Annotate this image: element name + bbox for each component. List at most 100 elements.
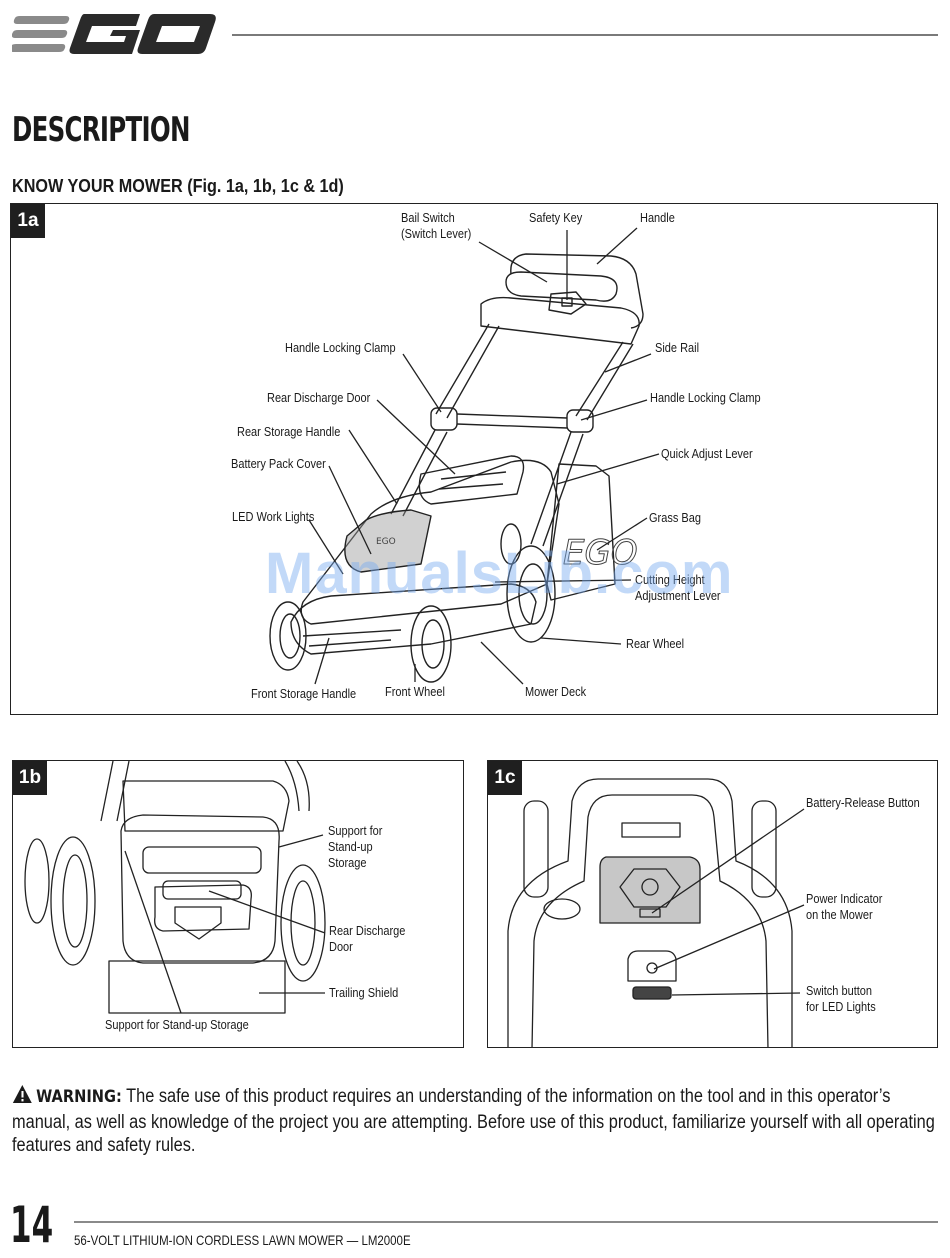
leader-lines [651,808,805,996]
side-light [543,898,581,920]
label-rear-discharge-door: Rear Discharge Door [267,391,371,405]
leader-lines [308,227,660,685]
right-wheel-inner [290,880,316,966]
front-left-wheel-hub [279,613,301,659]
footer-divider [74,1221,938,1223]
left-side-rail [435,323,500,419]
label-bail-switch: Bail Switch [401,211,455,225]
door-chevron [174,906,222,940]
figure-1a: 1a EGO EGO [10,203,938,715]
safety-key-drawing [548,291,587,315]
outer-body [507,778,793,1047]
front-right-wheel-hub [421,619,445,669]
trailing-shield-drawing [108,960,286,1014]
mower-illustration-top [507,778,805,1047]
label-power-indicator-2: on the Mower [806,908,873,922]
mower-illustration-perspective: EGO EGO [269,227,660,685]
label-rear-storage-handle: Rear Storage Handle [237,425,341,439]
label-handle-locking-clamp-left: Handle Locking Clamp [285,341,396,355]
figure-badge: 1a [11,204,45,238]
figure-1c: 1c Battery-Release Button Power Indicato… [487,760,938,1048]
label-support-stand-up: Support for [328,824,383,838]
label-safety-key: Safety Key [529,211,583,225]
right-wheel-top [751,800,777,898]
label-trailing-shield: Trailing Shield [329,986,399,1000]
left-wheel-top [523,800,549,898]
right-side-rail [575,341,634,421]
upper-panel-slot [142,846,262,874]
label-switch-button: Switch button [806,984,873,998]
battery-hex [619,868,681,908]
right-wheel [280,864,326,982]
label-support-stand-up-2: Stand-up [328,840,373,854]
logo-letter-g [69,14,140,54]
battery-compartment [599,856,701,924]
section-title: DESCRIPTION [12,110,190,150]
warning-label: WARNING: [36,1087,122,1107]
battery-release-button-drawing [639,908,661,918]
label-battery-pack-cover: Battery Pack Cover [231,457,326,471]
mower-deck-outline [290,583,537,655]
rear-right-wheel-hub [518,563,548,625]
right-lower-rail [530,431,584,547]
grass-bag [546,463,616,601]
label-cutting-height: Cutting Height [635,573,705,587]
left-lower-rail [390,429,448,517]
label-battery-release: Battery-Release Button [806,796,920,810]
label-power-indicator: Power Indicator [806,892,883,906]
battery-cover [344,509,432,573]
label-handle-locking-clamp-right: Handle Locking Clamp [650,391,761,405]
mower-illustration-rear [24,761,326,1014]
label-switch-button-2: for LED Lights [806,1000,876,1014]
label-support-stand-up-3: Storage [328,856,367,870]
left-wheel-inner [62,854,88,948]
discharge-slots [438,471,507,490]
label-rear-discharge: Rear Discharge [329,924,406,938]
right-locking-clamp [566,409,594,433]
label-bail-switch-sub: (Switch Lever) [401,227,472,241]
upper-housing [122,780,290,832]
label-rear-discharge-2: Door [329,940,353,954]
front-left-wheel [269,601,307,671]
label-quick-adjust-lever: Quick Adjust Lever [661,447,753,461]
far-left-wheel [24,838,50,924]
battery-cover-logo: EGO [376,537,396,547]
rear-right-wheel [506,545,556,643]
header-divider [232,34,938,36]
figure-badge: 1b [13,761,47,795]
door-slot [162,880,242,900]
label-support-bottom: Support for Stand-up Storage [105,1018,249,1032]
section-subtitle: KNOW YOUR MOWER (Fig. 1a, 1b, 1c & 1d) [12,176,344,196]
led-switch-panel [632,986,672,1000]
handle-crossbar [456,413,568,429]
label-handle: Handle [640,211,675,225]
console-drawing [480,296,640,345]
label-cutting-height-sub: Adjustment Lever [635,589,721,603]
label-side-rail: Side Rail [655,341,700,355]
label-mower-deck: Mower Deck [525,685,587,699]
label-led-work-lights: LED Work Lights [232,510,315,524]
label-front-wheel: Front Wheel [385,685,445,699]
grass-bag-logo: EGO [563,533,638,573]
handle-right-bars [284,761,310,812]
label-grass-bag: Grass Bag [649,511,701,525]
indicator-pod [627,950,677,982]
page-number: 14 [10,1196,54,1254]
battery-center [641,878,659,896]
warning-text: The safe use of this product requires an… [12,1086,935,1156]
bail-switch-drawing [505,271,618,302]
handle-drawing [510,253,644,329]
rear-axle-knob [500,523,522,565]
rear-body [120,814,280,964]
left-wheel [50,836,96,966]
rear-discharge-door [418,455,525,505]
logo-letter-o [137,14,216,54]
figure-badge: 1c [488,761,522,795]
footer-product-title: 56-VOLT LITHIUM-ION CORDLESS LAWN MOWER … [74,1232,411,1248]
label-front-storage-handle: Front Storage Handle [251,687,357,701]
top-slot [621,822,681,838]
front-storage-handle-drawing [302,629,402,647]
rear-discharge-door-drawing [154,884,252,932]
warning-triangle-icon [12,1084,33,1111]
ego-logo [9,10,217,58]
